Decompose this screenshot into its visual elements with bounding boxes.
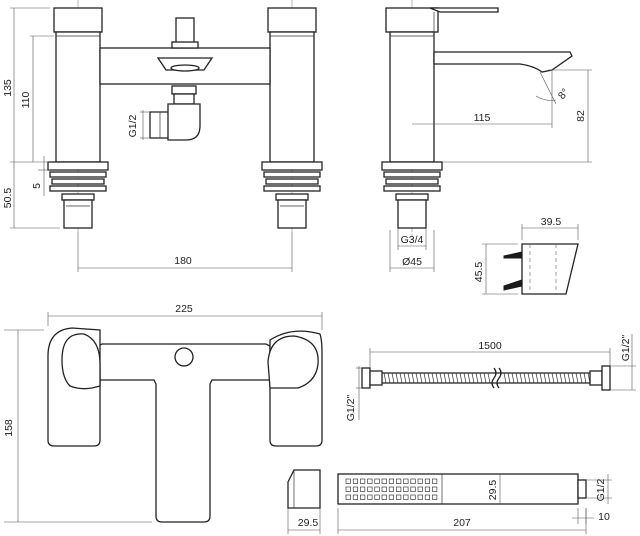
spray-nozzle [424,486,431,492]
dim-handset-thread: G1/2 [595,478,607,501]
spray-nozzle [374,478,380,484]
spray-nozzle [367,478,373,484]
plan-view [4,312,323,523]
spray-nozzle [352,478,359,484]
spray-nozzle [388,486,395,492]
spray-nozzle [345,494,351,500]
dim-projection: 115 [474,112,491,124]
dim-handset-length: 207 [453,517,471,529]
spray-nozzle [360,494,366,500]
spray-nozzle [360,478,366,484]
dim-hose-length: 1500 [478,340,502,352]
spray-nozzle [432,478,438,484]
dim-centres: 180 [174,255,192,267]
dim-hose-thread-right: G1/2" [620,334,632,361]
dim-holder-height: 45.5 [473,262,485,283]
spray-nozzle [360,486,366,492]
spray-nozzle [396,486,402,492]
spray-nozzle [424,478,431,484]
spray-nozzle [410,478,416,484]
spray-nozzle [345,478,351,484]
shower-handset [337,473,612,534]
spray-nozzle [403,494,409,500]
spray-nozzle [403,486,409,492]
dim-body-height: 110 [20,91,32,108]
spray-nozzle [352,494,359,500]
handset-holder [482,224,579,295]
spray-nozzle [367,486,373,492]
spray-nozzle [381,486,387,492]
spray-nozzle [410,486,416,492]
spray-nozzle [403,478,409,484]
dim-total-height: 135 [2,79,14,97]
spray-nozzle [396,494,402,500]
shower-hose [356,334,636,420]
spray-nozzle [345,486,351,492]
spray-nozzle [417,494,423,500]
wall-block [287,469,321,534]
spray-nozzle [388,478,395,484]
spray-nozzle [417,486,423,492]
dim-inlet-thread: G3/4 [401,234,424,246]
spray-nozzle [352,486,359,492]
dim-collar: 5 [31,183,43,189]
spray-nozzle [367,494,373,500]
dim-shank-diameter: Ø45 [402,256,422,268]
dim-overall-width: 225 [175,303,193,315]
dim-handset-head-width: 29.5 [487,480,499,501]
dim-depth: 158 [3,419,15,437]
spray-nozzle [381,494,387,500]
front-elevation [10,0,323,272]
spray-nozzle [410,494,416,500]
spray-nozzle [432,486,438,492]
side-elevation [381,0,592,272]
spray-nozzle [424,494,431,500]
dim-diverter-thread: G1/2 [127,114,139,137]
dim-hose-thread-left: G1/2" [345,394,357,421]
spray-nozzle [374,494,380,500]
dim-holder-width: 39.5 [541,216,562,228]
dim-spout-angle: 8° [556,86,572,101]
dim-spout-height: 82 [575,110,587,122]
spray-nozzle [374,486,380,492]
spray-nozzle [417,478,423,484]
spray-nozzle [432,494,438,500]
spray-nozzle [381,478,387,484]
dim-handset-outlet: 10 [598,511,610,523]
spray-nozzle [388,494,395,500]
spray-nozzle [396,478,402,484]
dim-wall-block-width: 29.5 [298,517,319,529]
dim-below-deck: 50.5 [2,188,14,209]
